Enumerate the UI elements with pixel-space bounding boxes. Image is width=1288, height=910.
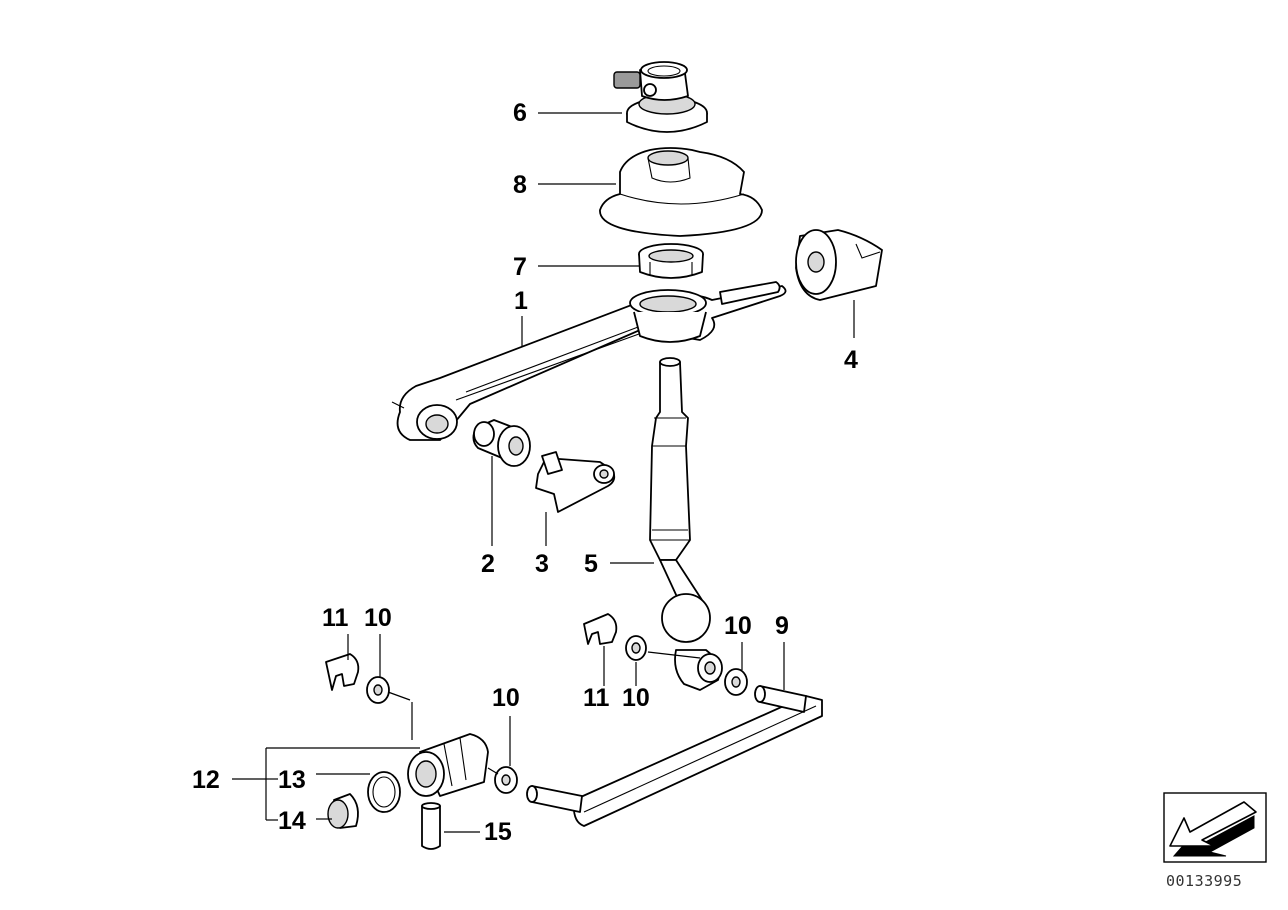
document-number: 00133995 <box>1166 872 1242 890</box>
part-9-selector-rod <box>526 685 823 827</box>
leader-lines <box>232 112 855 833</box>
part-1-selector-lever <box>391 281 787 441</box>
callout-10-upper-left: 10 <box>364 604 392 632</box>
callout-5: 5 <box>584 550 598 578</box>
callout-2: 2 <box>481 550 495 578</box>
callout-1: 1 <box>514 287 528 315</box>
part-8-rubber-boot <box>599 147 763 237</box>
part-10-washer-right <box>724 668 748 696</box>
callout-4: 4 <box>844 346 858 374</box>
part-10-washer-mid <box>625 635 647 661</box>
part-10-washer-bottom <box>494 766 518 794</box>
part-2-bushing <box>472 419 531 467</box>
callout-10-mid: 10 <box>622 684 650 712</box>
part-13-circlip <box>367 771 401 813</box>
callout-12: 12 <box>192 766 220 794</box>
part-10-washer-left <box>366 676 390 704</box>
callout-13: 13 <box>278 766 306 794</box>
callout-10-bottom: 10 <box>492 684 520 712</box>
callout-11-mid: 11 <box>583 684 610 712</box>
part-7-bushing-insert <box>638 243 704 279</box>
callout-14: 14 <box>278 807 306 835</box>
part-15-pin <box>421 802 441 850</box>
callout-7: 7 <box>513 253 527 281</box>
callout-labels: 6 8 7 1 4 2 3 5 11 10 10 9 11 10 10 12 1… <box>192 99 858 846</box>
part-5-shift-rod <box>649 357 723 691</box>
callout-3: 3 <box>535 550 549 578</box>
callout-11-upper-left: 11 <box>322 604 349 632</box>
arrow-down-left-icon[interactable] <box>1163 792 1267 863</box>
part-6-clamp-ring <box>613 61 708 133</box>
part-11-clip-left <box>325 653 360 691</box>
part-11-clip-mid <box>583 613 618 645</box>
part-3-bracket <box>535 451 616 513</box>
callout-6: 6 <box>513 99 527 127</box>
part-12-joint-housing <box>407 733 489 797</box>
part-4-damper-block <box>795 229 883 301</box>
part-14-needle-bearing <box>327 793 359 829</box>
callout-8: 8 <box>513 171 527 199</box>
callout-15: 15 <box>484 818 512 846</box>
callout-10-upper-right: 10 <box>724 612 752 640</box>
callout-9: 9 <box>775 612 789 640</box>
